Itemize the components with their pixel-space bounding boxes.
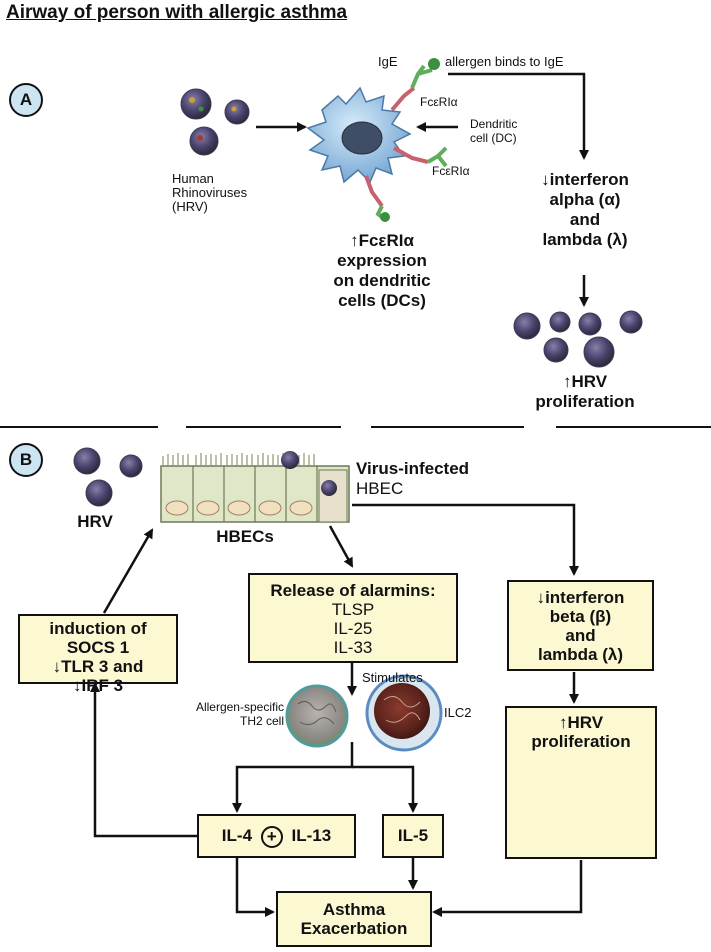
interferon-beta-box: ↓interferon beta (β) and lambda (λ): [507, 580, 654, 671]
il4-il13-box: IL-4 + IL-13: [197, 814, 356, 858]
panel-a-label: A: [9, 83, 43, 117]
plus-icon: +: [260, 825, 283, 848]
fc-receptor-right-label: FcεRIα: [432, 164, 470, 178]
ige-label: IgE: [378, 54, 398, 69]
arrow-il4-to-socs: [90, 682, 197, 838]
th2-cell: [285, 684, 349, 748]
hrv-virus-cluster-b: [73, 447, 143, 507]
il13-label: IL-13: [291, 826, 332, 845]
arrow-cells-to-il4: [232, 742, 354, 813]
arrow-hbec-to-interferon: [352, 503, 579, 576]
hbec-epithelium: [160, 451, 350, 523]
arrow-socs-to-hrv: [102, 528, 154, 614]
dendritic-cell: [306, 58, 448, 222]
arrow-allergen-to-interferon: [448, 72, 589, 160]
hrv-virus-cluster-a2: [513, 310, 643, 368]
hbecs-label: HBECs: [216, 527, 274, 546]
il5-box: IL-5: [382, 814, 444, 858]
arrow-cells-to-il5: [352, 765, 418, 813]
ilc2-cell: [365, 674, 443, 752]
hrv-proliferation-box-b: ↑HRV proliferation: [505, 706, 657, 859]
alarmins-box: Release of alarmins: TLSP IL-25 IL-33: [248, 573, 458, 663]
ilc2-label: ILC2: [444, 705, 472, 720]
stimulates-label: Stimulates: [362, 670, 423, 685]
allergen-label: allergen binds to IgE: [445, 54, 564, 69]
asthma-exacerbation-box: Asthma Exacerbation: [276, 891, 432, 947]
fc-receptor-top-label: FcεRIα: [420, 95, 458, 109]
arrow-proliferation-to-asthma: [432, 860, 583, 917]
arrow-il4-to-asthma: [235, 858, 275, 917]
arrow-hbec-to-alarmins: [328, 525, 354, 568]
il4-label: IL-4: [221, 826, 253, 845]
hrv-label-b: HRV: [77, 512, 113, 531]
page-title: Airway of person with allergic asthma: [6, 2, 348, 23]
hrv-virus-cluster-a: [180, 88, 250, 156]
socs-box: induction of SOCS 1 ↓TLR 3 and ↓IRF 3: [18, 614, 178, 695]
panel-b-label: B: [9, 443, 43, 477]
